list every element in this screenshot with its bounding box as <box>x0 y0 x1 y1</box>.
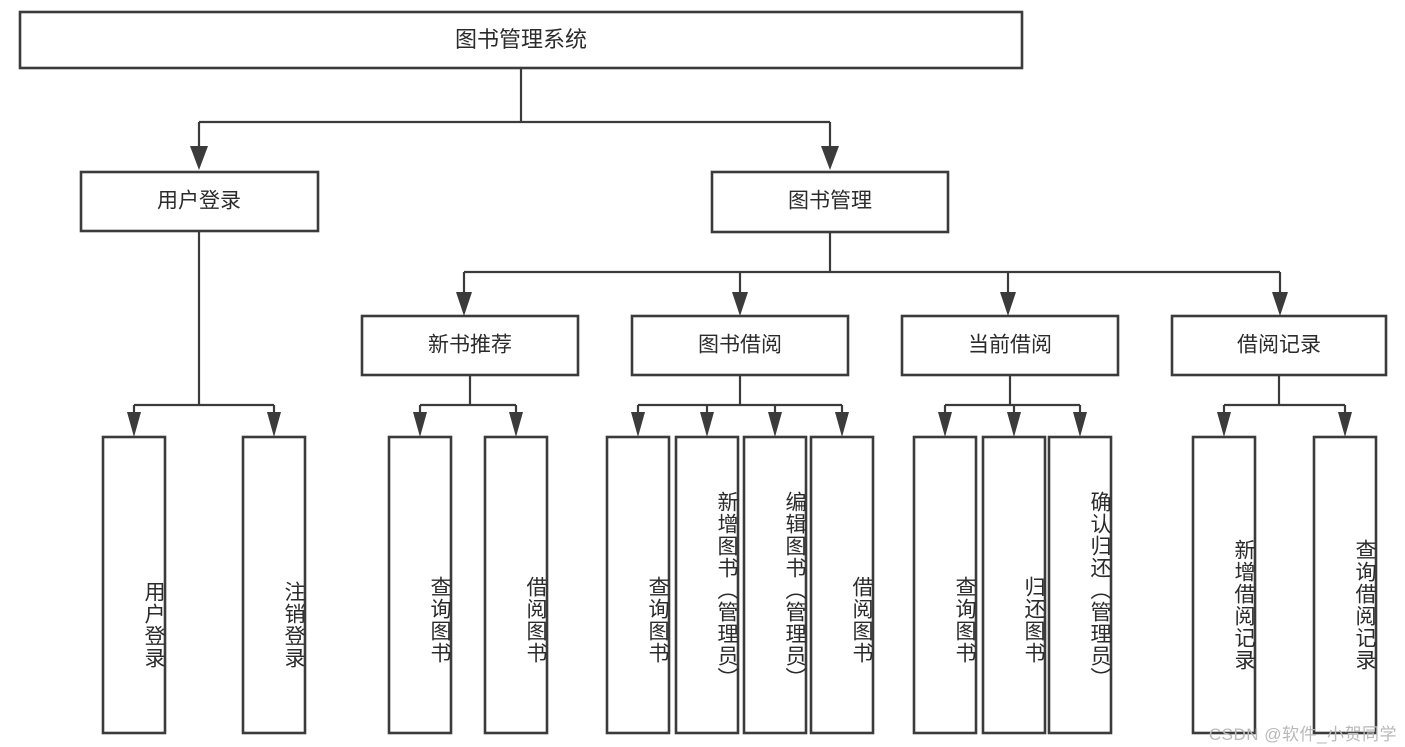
node-borrow-record-label: 借阅记录 <box>1237 334 1321 357</box>
node-root-box[interactable] <box>18 10 1024 70</box>
leaf-user-logout-box[interactable] <box>241 435 307 735</box>
node-borrow-record-box[interactable] <box>1170 314 1388 377</box>
connector-current-borrow-to-leaves <box>938 375 1087 437</box>
connector-user-login-to-leaves <box>127 231 281 437</box>
node-book-borrow[interactable]: 图书借阅 <box>630 314 850 377</box>
node-book-manage-box[interactable] <box>710 170 950 234</box>
leaf-query-book-2-box[interactable] <box>605 435 671 735</box>
arrowhead-book-manage <box>821 146 839 170</box>
node-current-borrow-box[interactable] <box>900 314 1120 377</box>
node-root[interactable]: 图书管理系统 <box>18 10 1024 70</box>
connector-new-book-to-leaves <box>413 375 523 437</box>
connector-borrow-record-to-leaves <box>1217 375 1352 437</box>
leaf-user-login-box[interactable] <box>101 435 167 735</box>
arrowhead-leaf-query-book-3 <box>938 412 952 437</box>
node-book-borrow-box[interactable] <box>630 314 850 377</box>
arrowhead-leaf-borrow-book-1 <box>509 412 523 437</box>
leaf-boxes <box>101 435 1378 735</box>
leaf-add-record-box[interactable] <box>1191 435 1257 735</box>
connector-book-manage-to-level3 <box>456 232 1288 316</box>
node-book-borrow-label: 图书借阅 <box>698 334 782 357</box>
watermark: CSDN @软件_小贺同学 <box>1208 725 1397 744</box>
node-user-login-box[interactable] <box>79 170 320 233</box>
arrowhead-borrow-record <box>1272 292 1288 316</box>
connector-book-borrow-to-leaves <box>631 375 849 437</box>
node-new-book-recommend-label: 新书推荐 <box>428 334 512 357</box>
leaf-borrow-book-1-box[interactable] <box>483 435 549 735</box>
leaf-borrow-book-2-box[interactable] <box>809 435 875 735</box>
node-book-manage[interactable]: 图书管理 <box>710 170 950 234</box>
node-current-borrow-label: 当前借阅 <box>968 334 1052 357</box>
leaf-confirm-return-box[interactable] <box>1047 435 1113 735</box>
arrowhead-new-book <box>456 292 472 316</box>
node-book-manage-label: 图书管理 <box>788 190 872 213</box>
node-borrow-record[interactable]: 借阅记录 <box>1170 314 1388 377</box>
arrowhead-leaf-add-book <box>700 412 714 437</box>
leaf-edit-book-box[interactable] <box>742 435 808 735</box>
arrowhead-leaf-add-record <box>1217 412 1231 437</box>
arrowhead-leaf-borrow-book-2 <box>835 412 849 437</box>
arrowhead-leaf-query-book-1 <box>413 412 427 437</box>
arrowhead-user-login <box>190 146 208 170</box>
arrowhead-leaf-query-book-2 <box>631 412 645 437</box>
connector-root-to-level2 <box>190 68 839 170</box>
arrowhead-leaf-return-book <box>1007 412 1021 437</box>
node-root-label: 图书管理系统 <box>455 27 587 52</box>
node-new-book-recommend[interactable]: 新书推荐 <box>360 314 580 377</box>
node-user-login[interactable]: 用户登录 <box>79 170 320 233</box>
leaf-query-book-3-box[interactable] <box>912 435 978 735</box>
arrowhead-leaf-confirm-return <box>1073 412 1087 437</box>
arrowhead-current-borrow <box>1000 292 1016 316</box>
node-current-borrow[interactable]: 当前借阅 <box>900 314 1120 377</box>
arrowhead-book-borrow <box>732 292 748 316</box>
leaf-query-book-1-box[interactable] <box>387 435 453 735</box>
arrowhead-leaf-query-record <box>1338 412 1352 437</box>
node-user-login-label: 用户登录 <box>157 190 241 213</box>
arrowhead-leaf-user-logout <box>267 412 281 437</box>
leaf-return-book-box[interactable] <box>981 435 1047 735</box>
arrowhead-leaf-user-login <box>127 412 141 437</box>
leaf-query-record-box[interactable] <box>1312 435 1378 735</box>
arrowhead-leaf-edit-book <box>768 412 782 437</box>
node-new-book-recommend-box[interactable] <box>360 314 580 377</box>
leaf-add-book-box[interactable] <box>674 435 740 735</box>
